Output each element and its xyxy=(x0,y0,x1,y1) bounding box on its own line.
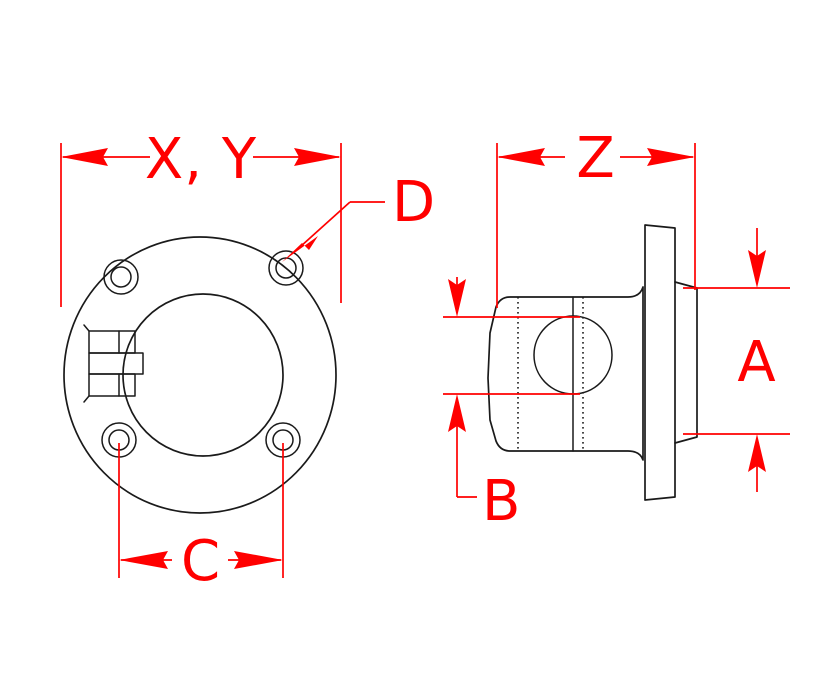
bolt-hole-bore xyxy=(110,266,132,288)
arrow-left-icon xyxy=(119,551,168,569)
dimension-xy: X, Y xyxy=(60,127,342,307)
dimension-label-z: Z xyxy=(576,126,615,191)
arrow-right-icon xyxy=(234,551,283,569)
bolt-hole-counterbore xyxy=(268,250,304,286)
keyway-center-slot xyxy=(88,352,144,375)
dimension-b: B xyxy=(443,277,580,534)
arrow-right-icon xyxy=(294,148,341,166)
flange-plate xyxy=(644,224,676,501)
arrow-pointer-icon xyxy=(282,236,318,262)
arrow-left-icon xyxy=(61,148,108,166)
dimension-label-xy: X, Y xyxy=(145,127,257,192)
keyway-top-tick xyxy=(83,324,90,332)
arrow-right-icon xyxy=(647,148,695,166)
dimension-z: Z xyxy=(496,126,696,308)
arrow-left-icon xyxy=(497,148,545,166)
keyway-upper-box xyxy=(88,330,136,354)
bolt-hole-top-right xyxy=(268,250,304,286)
keyway-bottom-tick xyxy=(83,395,90,403)
bore-boss-circle xyxy=(122,293,284,457)
keyway-lower-box xyxy=(88,373,136,397)
arrow-down-icon xyxy=(448,279,466,317)
dimension-label-c: C xyxy=(181,529,221,594)
bolt-hole-bore xyxy=(275,257,297,279)
hub-body-outline xyxy=(487,286,644,461)
dimension-d: D xyxy=(282,170,436,262)
dimension-label-b: B xyxy=(482,469,521,534)
bolt-hole-counterbore xyxy=(103,259,139,295)
d-leader-diagonal xyxy=(299,201,351,248)
keyway-detail xyxy=(83,324,144,403)
arrow-up-icon xyxy=(748,434,766,472)
dimension-label-a: A xyxy=(737,330,776,395)
arrow-up-icon xyxy=(448,394,466,432)
arrow-down-icon xyxy=(748,250,766,288)
bolt-hole-top-left xyxy=(103,259,139,295)
flange-outer-circle xyxy=(63,236,337,514)
side-view: Z B A xyxy=(443,126,790,534)
dimension-a: A xyxy=(683,228,790,492)
dimension-label-d: D xyxy=(392,170,436,235)
dimension-c: C xyxy=(118,443,284,594)
front-view: X, Y D C xyxy=(60,127,436,594)
flange-rear-boss xyxy=(674,281,698,444)
